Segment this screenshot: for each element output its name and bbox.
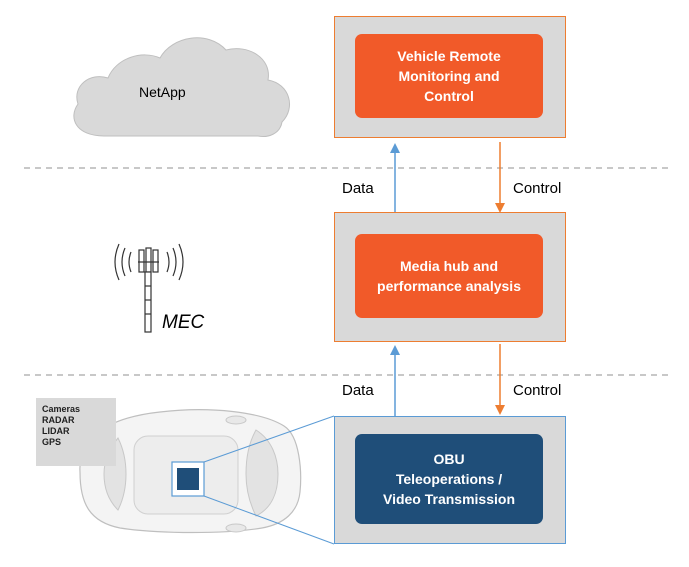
- media-hub-line-2: performance analysis: [377, 278, 521, 294]
- obu-line-3: Video Transmission: [382, 491, 515, 507]
- remote-monitoring-line-3: Control: [424, 88, 474, 104]
- zoom-line-bottom: [203, 495, 335, 545]
- obu-panel: OBU Teleoperations / Video Transmission: [334, 416, 566, 544]
- media-hub-line-1: Media hub and: [400, 258, 498, 274]
- obu-line-2: Teleoperations /: [395, 471, 503, 487]
- remote-monitoring-line-2: Monitoring and: [398, 68, 500, 84]
- sensor-item: LIDAR: [42, 426, 70, 436]
- remote-monitoring-box: Vehicle Remote Monitoring and Control: [355, 34, 543, 118]
- antenna-icon: [114, 243, 184, 333]
- cloud-icon: [73, 37, 290, 137]
- media-hub-box: Media hub and performance analysis: [355, 234, 543, 318]
- netapp-label: NetApp: [139, 84, 186, 100]
- mec-label: MEC: [162, 312, 205, 333]
- sensor-item: RADAR: [42, 415, 75, 425]
- remote-monitoring-line-1: Vehicle Remote: [397, 48, 501, 64]
- obu-line-1: OBU: [433, 451, 465, 467]
- sensor-item: GPS: [42, 437, 62, 447]
- remote-monitoring-panel: Vehicle Remote Monitoring and Control: [334, 16, 566, 138]
- data-label-lower: Data: [342, 382, 374, 399]
- media-hub-panel: Media hub and performance analysis: [334, 212, 566, 342]
- data-label-upper: Data: [342, 180, 374, 197]
- sensor-list: Cameras RADAR LIDAR GPS: [36, 398, 116, 466]
- sensor-item: Cameras: [42, 404, 81, 414]
- obu-box: OBU Teleoperations / Video Transmission: [355, 434, 543, 524]
- control-label-upper: Control: [513, 180, 562, 197]
- control-label-lower: Control: [513, 382, 562, 399]
- zoom-line-top: [203, 415, 335, 463]
